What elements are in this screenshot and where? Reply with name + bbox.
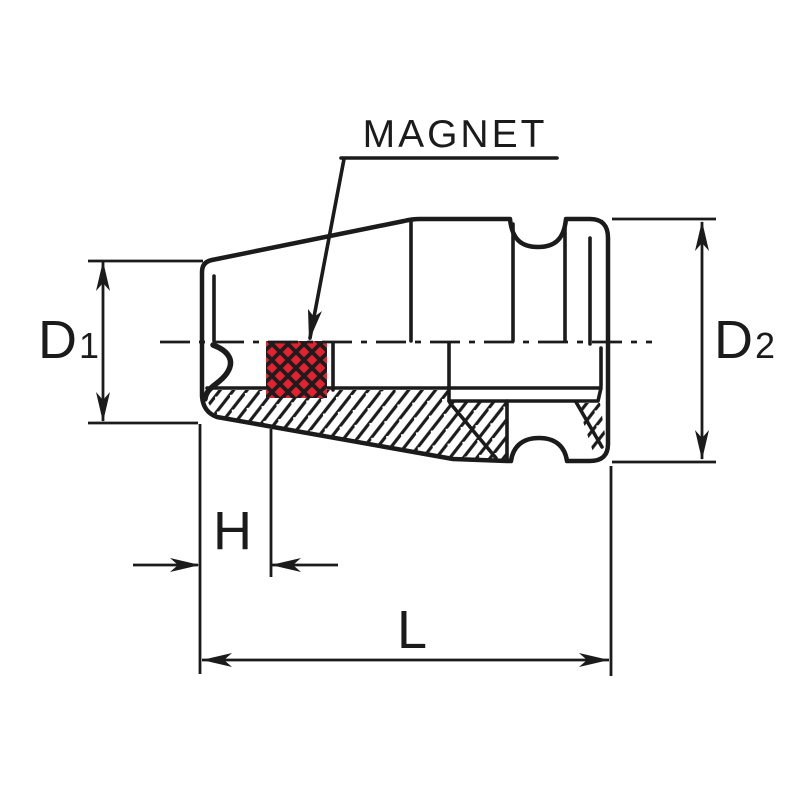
magnet-leader-line <box>308 157 346 340</box>
bore-mouth-curve <box>202 342 234 402</box>
magnet-label: MAGNET <box>363 113 548 156</box>
dim-h-arrow-left <box>271 558 301 572</box>
dim-l-arrow-right <box>579 653 609 667</box>
magnet-pattern <box>266 341 327 398</box>
dim-d2-extension-lines <box>612 217 716 464</box>
dim-d1-arrow-up <box>96 261 110 291</box>
dim-h-label: H <box>213 501 252 561</box>
drive-corner-diagonal <box>448 401 498 460</box>
dim-d1-arrow-down <box>96 392 110 422</box>
rear-corner-diagonal <box>574 400 604 449</box>
dim-h-arrow-right <box>170 558 200 572</box>
dim-d1-label: D1 <box>38 310 99 370</box>
drive-hole-bottom-line <box>447 386 603 403</box>
dim-d2-arrow-down <box>695 430 709 460</box>
magnet-leader-arrowhead <box>308 309 322 341</box>
dim-d2-arrow-up <box>695 221 709 251</box>
section-hatch-wall <box>206 390 506 459</box>
dim-l-label: L <box>397 600 427 660</box>
dim-d1-extension-lines <box>88 259 203 425</box>
dim-d2-label: D2 <box>714 310 775 370</box>
dim-l-arrow-left <box>202 653 232 667</box>
